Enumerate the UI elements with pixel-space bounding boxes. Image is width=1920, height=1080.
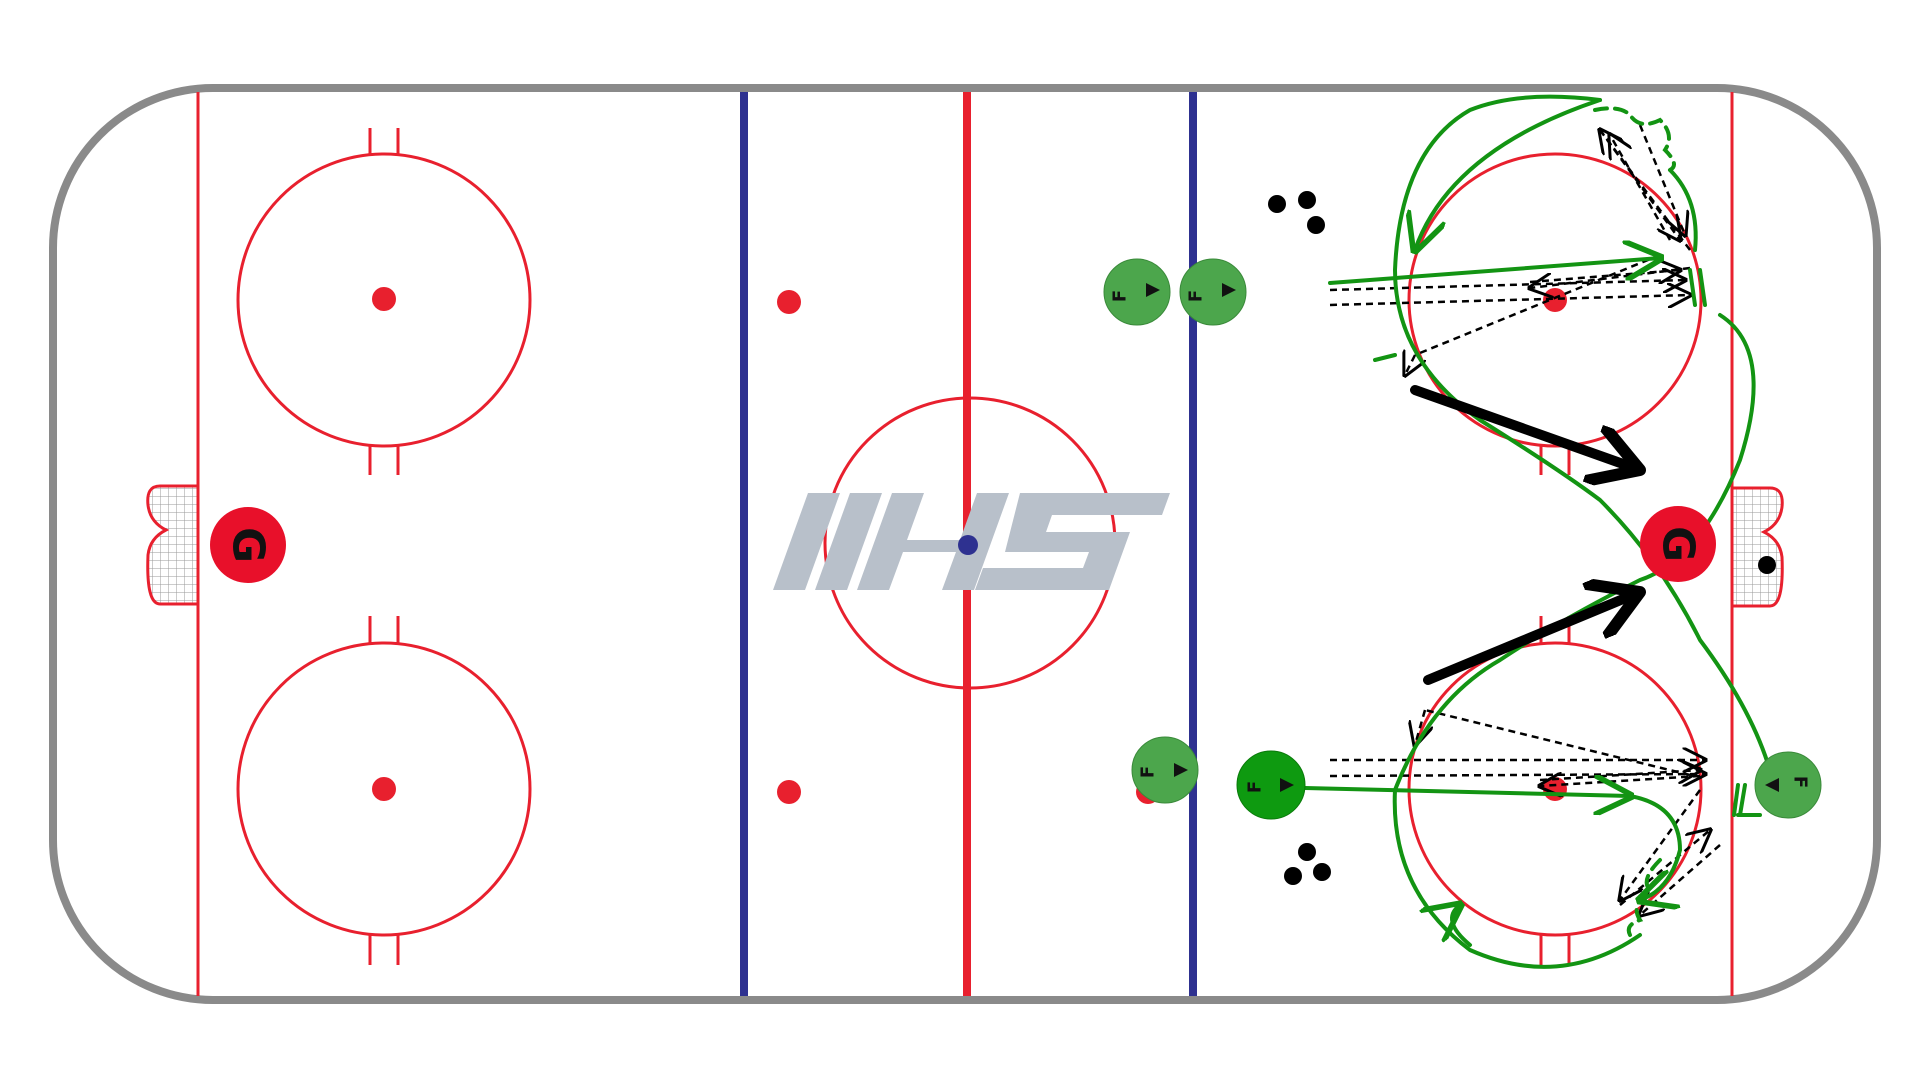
left-goalie-label: G	[223, 527, 274, 563]
left-top-faceoff-circle	[236, 128, 532, 475]
svg-text:F: F	[1186, 290, 1207, 302]
forward-bottom-2: F	[1236, 750, 1306, 820]
right-net	[1730, 486, 1784, 608]
forward-top-2: F	[1179, 258, 1247, 326]
top-zone-dashed-lines	[1329, 124, 1690, 375]
svg-text:F: F	[1245, 781, 1266, 793]
top-puck-pile	[1268, 191, 1325, 234]
green-skating-paths	[1303, 94, 1777, 969]
svg-text:F: F	[1110, 290, 1131, 302]
forward-bottom-right: F	[1754, 751, 1822, 819]
left-bottom-faceoff-circle	[236, 616, 532, 965]
right-goalie-label: G	[1653, 526, 1704, 562]
center-faceoff-dot	[958, 535, 978, 555]
ihs-logo	[773, 493, 1170, 590]
svg-text:F: F	[1138, 766, 1159, 778]
left-net	[146, 484, 200, 606]
bottom-puck-pile	[1284, 843, 1331, 885]
neutral-dot-left-bottom	[777, 780, 801, 804]
forward-top-1: F	[1103, 258, 1171, 326]
right-goalie: G	[1640, 506, 1716, 582]
svg-text:F: F	[1790, 776, 1811, 788]
forward-bottom-1: F	[1131, 736, 1199, 804]
net-puck	[1758, 556, 1776, 574]
neutral-dot-left-top	[777, 290, 801, 314]
left-goalie: G	[210, 507, 286, 583]
thick-black-arrows	[1410, 385, 1640, 685]
